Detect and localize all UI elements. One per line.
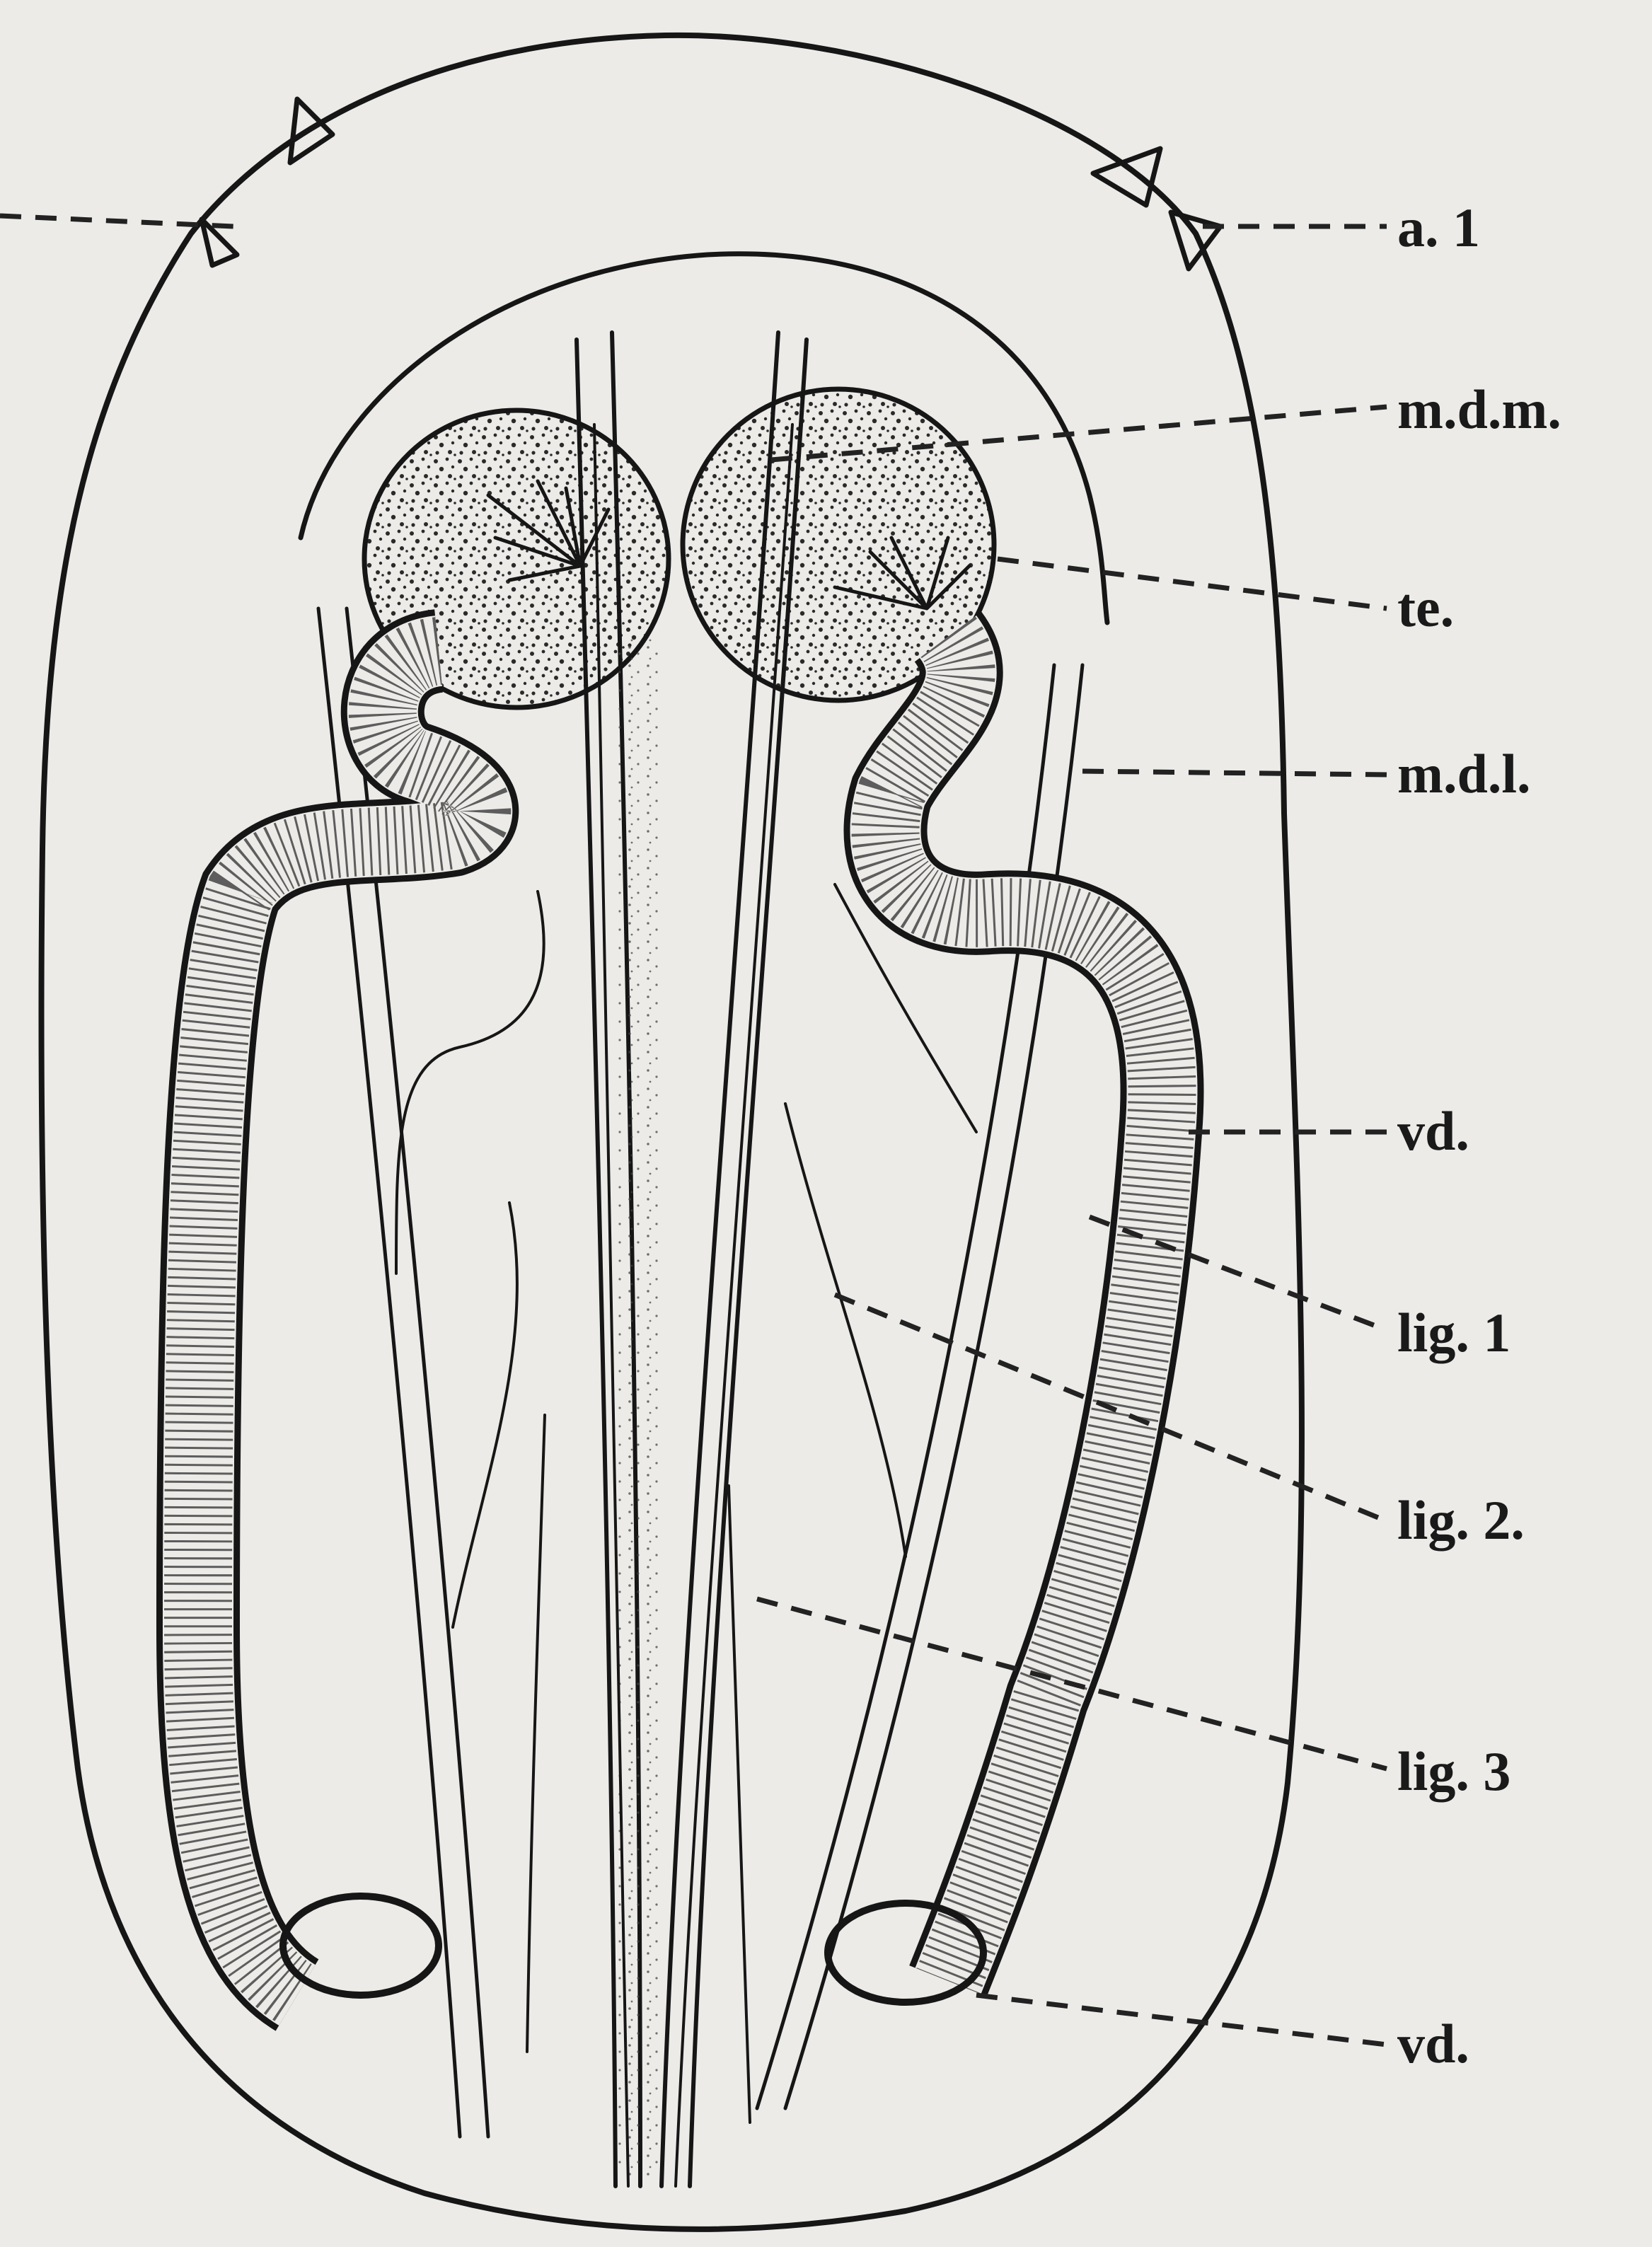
label-lig1: lig. 1 xyxy=(1397,1302,1511,1363)
label-mdl: m.d.l. xyxy=(1397,743,1531,804)
right-spine-lower xyxy=(1171,212,1220,269)
label-te: te. xyxy=(1397,577,1454,638)
label-mdm: m.d.m. xyxy=(1397,379,1561,440)
right-vas-deferens xyxy=(828,637,1162,2002)
right-spine xyxy=(1093,149,1160,205)
label-lig2: lig. 2. xyxy=(1397,1489,1525,1551)
label-vd-upper: vd. xyxy=(1397,1100,1469,1162)
label-a1: a. 1 xyxy=(1397,197,1480,258)
label-vd-lower: vd. xyxy=(1397,2013,1469,2074)
label-lig3: lig. 3 xyxy=(1397,1740,1511,1802)
